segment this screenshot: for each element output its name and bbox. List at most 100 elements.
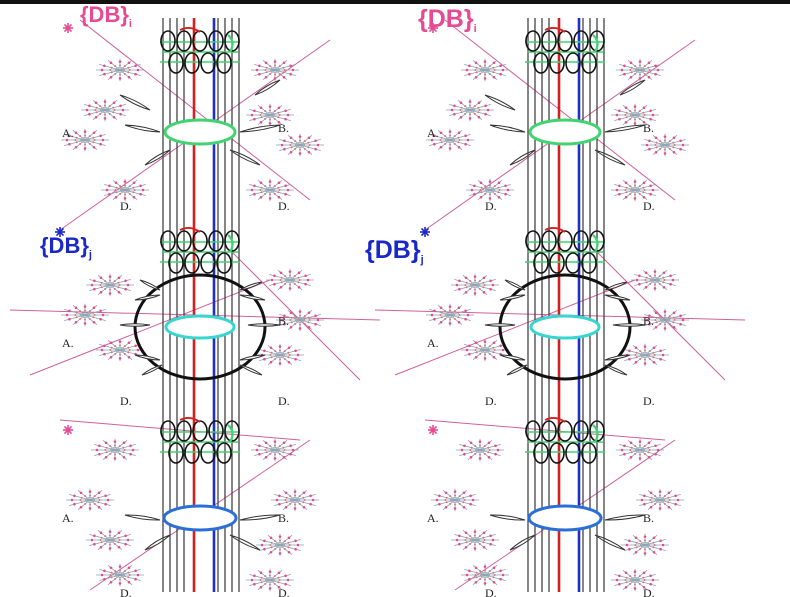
snowflake-dot bbox=[269, 550, 273, 554]
snowflake-dot bbox=[294, 547, 297, 551]
snowflake-dot bbox=[106, 498, 110, 502]
snowflake-dot bbox=[264, 110, 267, 113]
snowflake-dot bbox=[457, 141, 460, 144]
snowflake-dot bbox=[289, 144, 292, 146]
label-b: B. bbox=[643, 121, 654, 135]
snowflake-dot bbox=[283, 357, 286, 360]
snowflake-ray bbox=[449, 104, 491, 116]
snowflake-dot bbox=[264, 575, 267, 578]
snowflake-dot bbox=[459, 115, 463, 119]
snowflake-dot bbox=[124, 287, 127, 291]
snowflake-dot bbox=[663, 310, 667, 313]
snowflake-dot bbox=[277, 120, 281, 124]
snowflake-dot bbox=[278, 114, 281, 116]
snowflake-dot bbox=[303, 140, 306, 143]
loop-ring bbox=[541, 230, 557, 252]
spindle-shape bbox=[594, 534, 626, 551]
snowflake-dot bbox=[484, 353, 486, 356]
snowflake-ray bbox=[429, 134, 471, 146]
snowflake-dot bbox=[115, 191, 118, 194]
snowflake-dot bbox=[465, 348, 469, 352]
snowflake-dot bbox=[484, 569, 486, 572]
snowflake-dot bbox=[473, 530, 477, 533]
snowflake-dot bbox=[296, 353, 300, 357]
snowflake-dot bbox=[475, 346, 478, 349]
loop-ring bbox=[533, 252, 549, 274]
snowflake-dot bbox=[672, 150, 676, 154]
snowflake-dot bbox=[457, 131, 461, 135]
snowflake-dot bbox=[258, 444, 261, 448]
snowflake-dot bbox=[648, 322, 651, 326]
snowflake-dot bbox=[644, 285, 648, 289]
snowflake-dot bbox=[260, 191, 263, 194]
snowflake-dot bbox=[260, 116, 263, 119]
snowflake-dot bbox=[287, 546, 290, 549]
snowflake-dot bbox=[298, 279, 301, 281]
snowflake-cluster-icon bbox=[60, 128, 110, 152]
snowflake-dot bbox=[497, 195, 501, 199]
snowflake-dot bbox=[662, 285, 666, 289]
snowflake-dot bbox=[289, 452, 292, 456]
snowflake-dot bbox=[449, 134, 451, 137]
snowflake-dot bbox=[473, 105, 476, 108]
snowflake-dot bbox=[653, 270, 657, 273]
snowflake-dot bbox=[263, 349, 266, 353]
snowflake-dot bbox=[469, 455, 473, 459]
snowflake-dot bbox=[468, 117, 472, 120]
snowflake-dot bbox=[299, 323, 301, 326]
snowflake-dot bbox=[283, 540, 286, 543]
snowflake-dot bbox=[289, 136, 293, 140]
snowflake-dot bbox=[110, 71, 113, 74]
snowflake-dot bbox=[462, 491, 466, 495]
snowflake-dot bbox=[65, 138, 69, 142]
snowflake-ray bbox=[279, 139, 321, 151]
snowflake-dot bbox=[118, 77, 122, 80]
snowflake-dot bbox=[289, 444, 292, 448]
snowflake-dot bbox=[283, 322, 286, 326]
spindle-shape bbox=[119, 323, 151, 327]
snowflake-dot bbox=[75, 316, 78, 319]
snowflake-dot bbox=[474, 534, 476, 537]
snowflake-dot bbox=[458, 495, 461, 498]
snowflake-dot bbox=[316, 318, 320, 322]
snowflake-dot bbox=[118, 340, 122, 343]
snowflake-dot bbox=[303, 147, 306, 150]
snowflake-cluster-icon bbox=[630, 268, 680, 292]
snowflake-dot bbox=[492, 75, 496, 79]
snowflake-dot bbox=[89, 503, 91, 506]
diagonal-ray bbox=[394, 279, 636, 376]
ring-green bbox=[528, 118, 602, 146]
snowflake-core bbox=[464, 107, 476, 113]
snowflake-dot bbox=[127, 351, 130, 354]
snowflake-ray bbox=[64, 134, 106, 146]
snowflake-dot bbox=[289, 319, 292, 321]
snowflake-dot bbox=[484, 112, 487, 116]
snowflake-dot bbox=[274, 64, 276, 67]
star-marker-icon bbox=[63, 425, 73, 435]
snowflake-dot bbox=[629, 117, 632, 120]
snowflake-dot bbox=[462, 501, 465, 504]
snowflake-dot bbox=[114, 189, 117, 191]
snowflake-dot bbox=[264, 61, 268, 65]
snowflake-dot bbox=[278, 445, 281, 448]
snowflake-dot bbox=[109, 452, 112, 455]
snowflake-dot bbox=[453, 142, 456, 145]
snowflake-dot bbox=[277, 181, 281, 185]
snowflake-dot bbox=[274, 547, 277, 550]
snowflake-dot bbox=[488, 180, 492, 183]
snowflake-dot bbox=[672, 321, 675, 324]
snowflake-dot bbox=[264, 192, 267, 195]
snowflake-dot bbox=[68, 309, 71, 313]
snowflake-dot bbox=[497, 186, 500, 189]
snowflake-dot bbox=[119, 64, 121, 67]
snowflake-dot bbox=[504, 184, 507, 188]
snowflake-dot bbox=[104, 280, 107, 283]
snowflake-dot bbox=[672, 316, 675, 319]
snowflake-dot bbox=[642, 111, 645, 114]
snowflake-dot bbox=[309, 494, 312, 498]
snowflake-dot bbox=[464, 105, 467, 108]
diagonal-ray bbox=[59, 419, 301, 441]
snowflake-dot bbox=[307, 136, 311, 140]
snowflake-dot bbox=[83, 147, 87, 150]
